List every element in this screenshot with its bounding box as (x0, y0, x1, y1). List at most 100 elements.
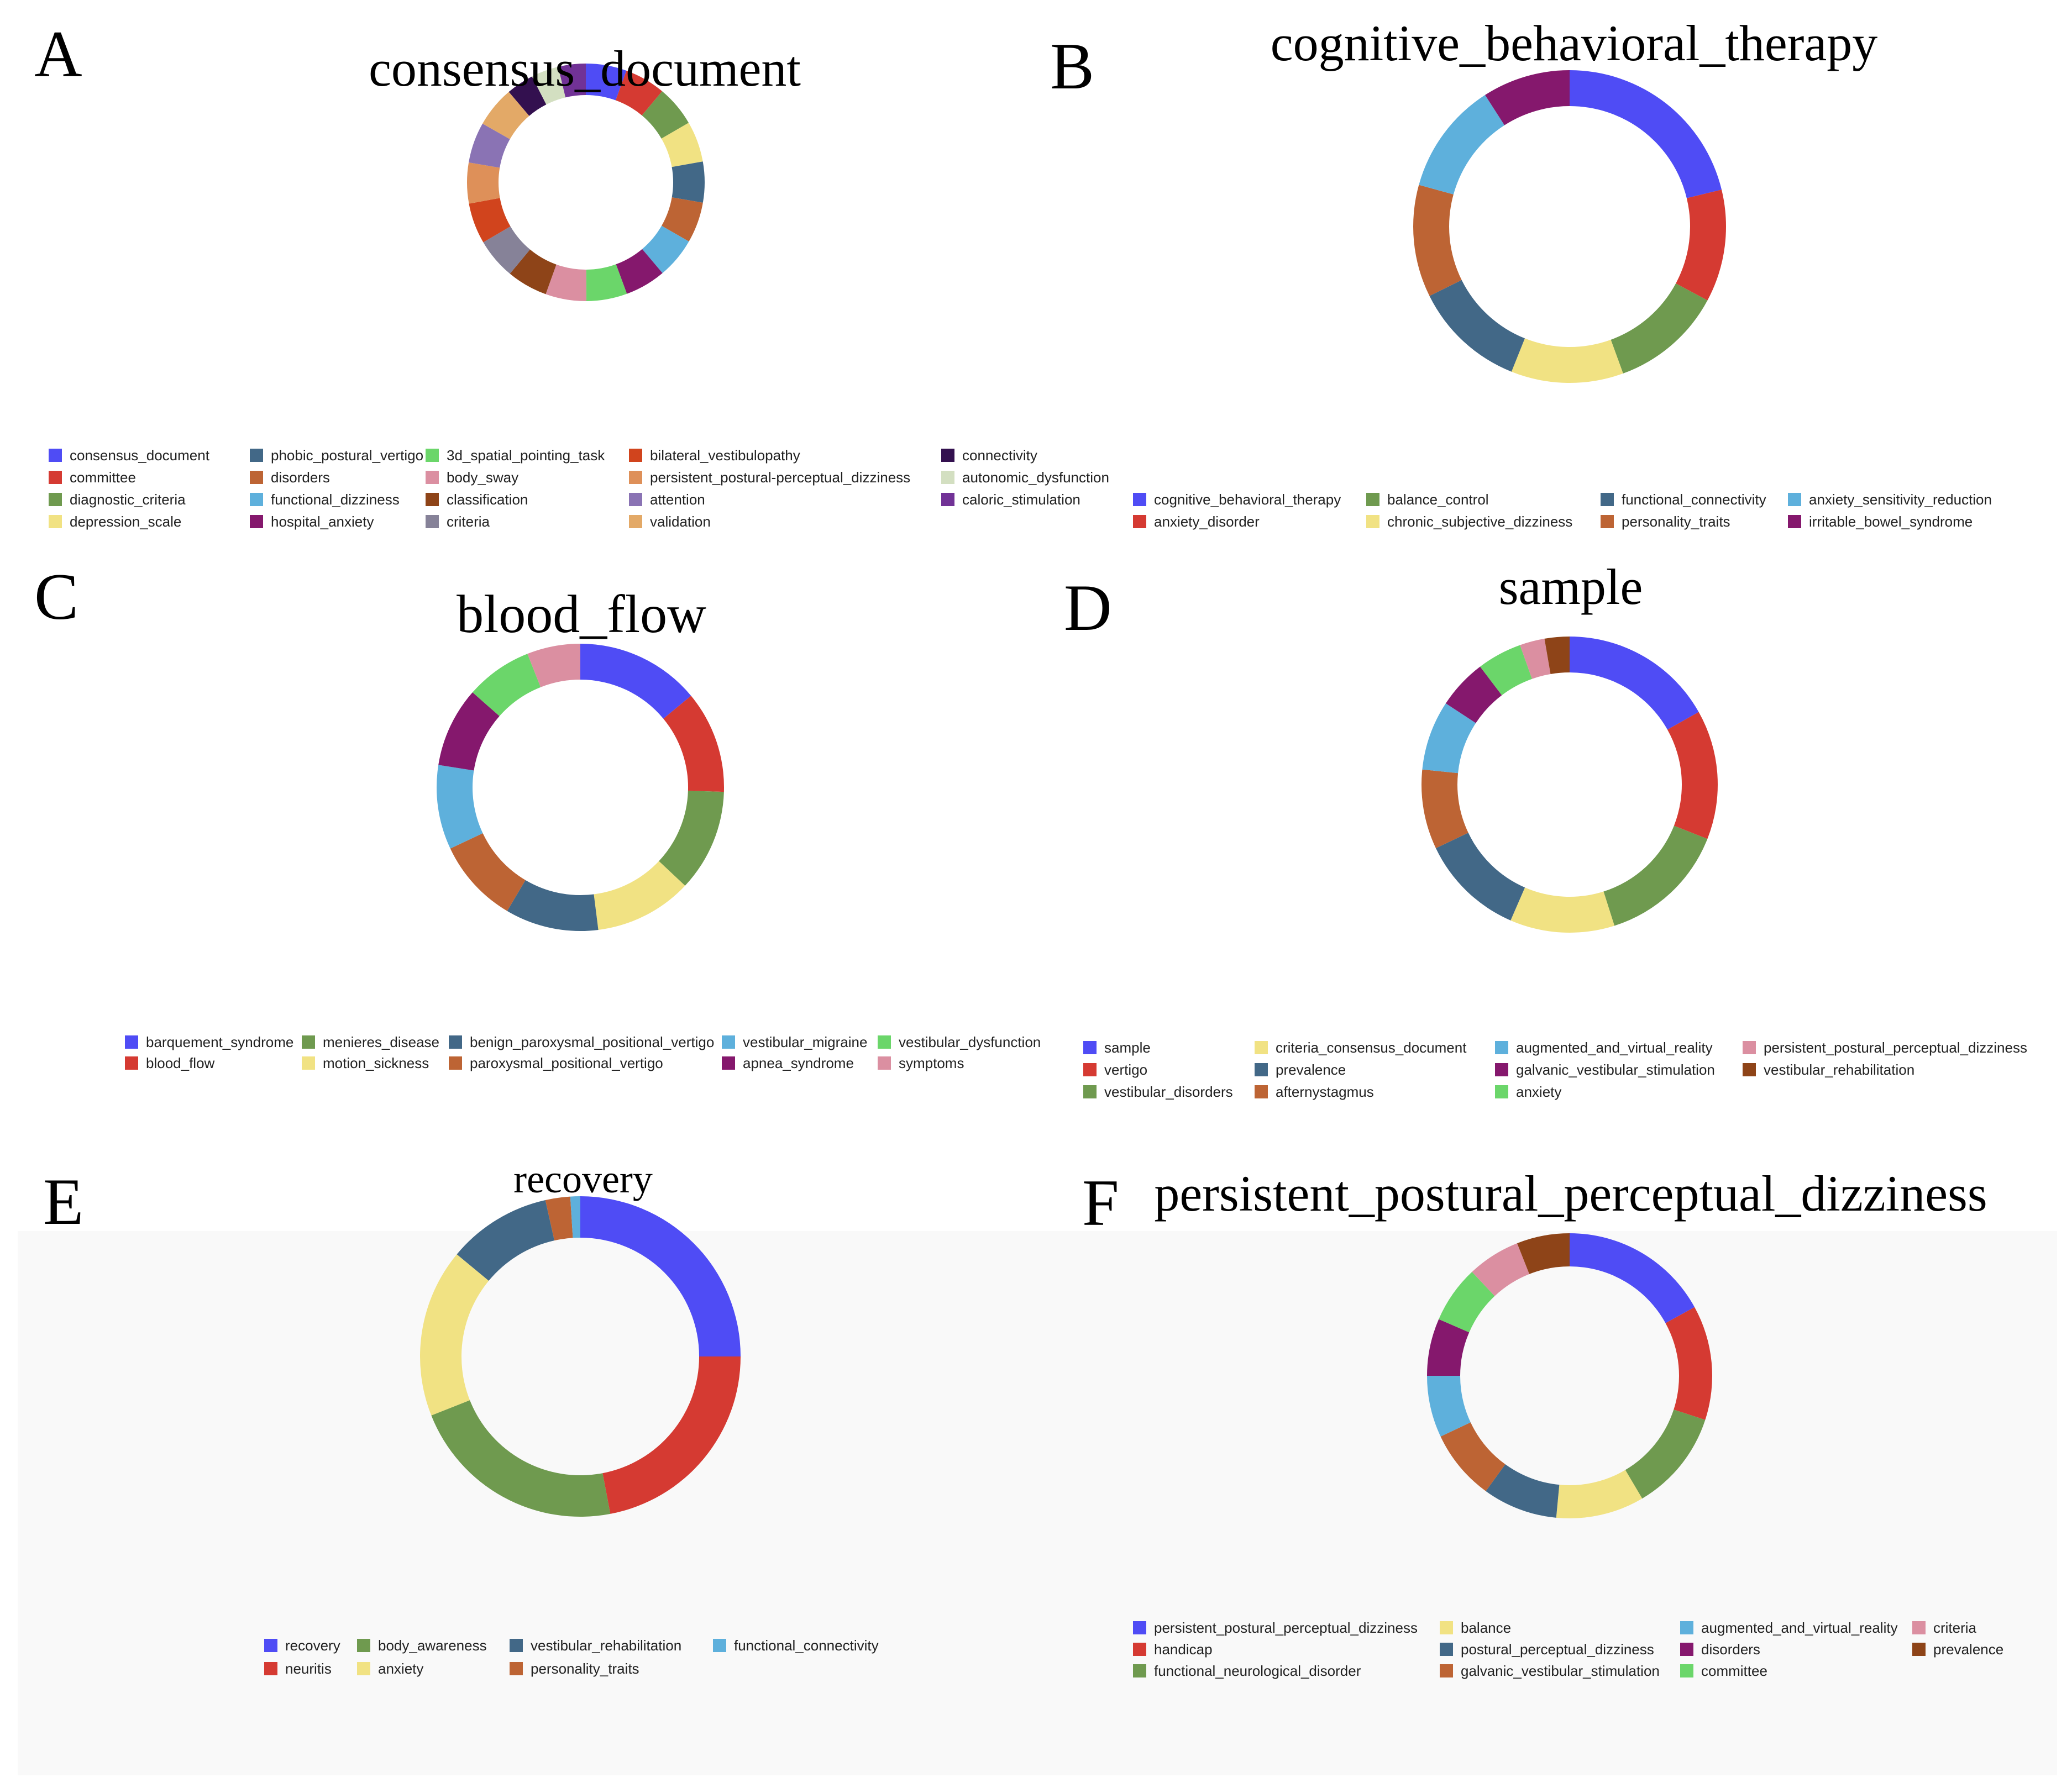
legend-item-d-afternystagmus[interactable]: afternystagmus (1255, 1083, 1374, 1101)
legend-item-a-connectivity[interactable]: connectivity (941, 446, 1037, 464)
slice-e-recovery[interactable] (580, 1196, 741, 1356)
legend-item-f-criteria[interactable]: criteria (1912, 1619, 1976, 1637)
slice-c-barquement-syndrome[interactable] (580, 644, 691, 719)
legend-item-f-disorders[interactable]: disorders (1680, 1640, 1760, 1658)
slice-b-functional-connectivity[interactable] (1429, 280, 1525, 372)
legend-item-a-bilateral-vestibulopathy[interactable]: bilateral_vestibulopathy (629, 446, 800, 464)
legend-item-e-neuritis[interactable]: neuritis (264, 1660, 332, 1677)
slice-b-irritable-bowel-syndrome[interactable] (1485, 70, 1570, 125)
slice-f-criteria[interactable] (1472, 1243, 1530, 1296)
legend-item-a-body-sway[interactable]: body_sway (426, 469, 518, 486)
slice-b-personality-traits[interactable] (1413, 185, 1462, 296)
slice-c-benign-paroxysmal-positional-vertigo[interactable] (507, 880, 599, 932)
legend-item-b-chronic-subjective-dizziness[interactable]: chronic_subjective_dizziness (1366, 513, 1572, 530)
legend-item-f-postural-perceptual-dizziness[interactable]: postural_perceptual_dizziness (1440, 1640, 1654, 1658)
legend-item-c-barquement-syndrome[interactable]: barquement_syndrome (125, 1033, 293, 1051)
legend-item-d-prevalence[interactable]: prevalence (1255, 1061, 1346, 1079)
legend-item-a-functional-dizziness[interactable]: functional_dizziness (250, 491, 400, 508)
slice-e-body-awareness[interactable] (431, 1400, 611, 1517)
legend-item-d-vestibular-rehabilitation[interactable]: vestibular_rehabilitation (1743, 1061, 1914, 1079)
slice-e-neuritis[interactable] (602, 1356, 741, 1514)
slice-f-augmented-and-virtual-reality[interactable] (1427, 1376, 1471, 1437)
slice-f-committee[interactable] (1439, 1271, 1495, 1333)
legend-item-f-persistent-postural-perceptual-dizziness[interactable]: persistent_postural_perceptual_dizziness (1133, 1619, 1418, 1637)
slice-d-augmented-and-virtual-reality[interactable] (1422, 703, 1476, 774)
slice-a-autonomic-dysfunction[interactable] (532, 66, 566, 105)
slice-b-anxiety-disorder[interactable] (1676, 190, 1726, 301)
legend-item-c-vestibular-dysfunction[interactable]: vestibular_dysfunction (878, 1033, 1041, 1051)
legend-item-d-sample[interactable]: sample (1083, 1039, 1151, 1056)
slice-d-vestibular-rehabilitation[interactable] (1544, 637, 1570, 674)
slice-f-galvanic-vestibular-stimulation[interactable] (1440, 1422, 1506, 1491)
legend-item-c-paroxysmal-positional-vertigo[interactable]: paroxysmal_positional_vertigo (449, 1054, 663, 1072)
legend-item-b-cognitive-behavioral-therapy[interactable]: cognitive_behavioral_therapy (1133, 491, 1341, 508)
slice-f-functional-neurological-disorder[interactable] (1625, 1410, 1706, 1499)
legend-item-d-persistent-postural-perceptual-dizziness[interactable]: persistent_postural_perceptual_dizziness (1743, 1039, 2027, 1056)
legend-item-d-galvanic-vestibular-stimulation[interactable]: galvanic_vestibular_stimulation (1495, 1061, 1715, 1079)
slice-b-balance-control[interactable] (1611, 283, 1708, 374)
legend-item-e-recovery[interactable]: recovery (264, 1637, 340, 1654)
slice-e-vestibular-rehabilitation[interactable] (457, 1200, 555, 1281)
slice-a-diagnostic-criteria[interactable] (642, 91, 689, 139)
slice-b-chronic-subjective-dizziness[interactable] (1511, 338, 1623, 383)
legend-item-f-handicap[interactable]: handicap (1133, 1640, 1213, 1658)
legend-item-d-vestibular-disorders[interactable]: vestibular_disorders (1083, 1083, 1233, 1101)
legend-item-a-persistent-postural-perceptual-dizziness[interactable]: persistent_postural-perceptual_dizziness (629, 469, 910, 486)
legend-item-c-benign-paroxysmal-positional-vertigo[interactable]: benign_paroxysmal_positional_vertigo (449, 1033, 714, 1051)
slice-e-anxiety[interactable] (419, 1254, 489, 1416)
slice-a-consensus-document[interactable] (586, 64, 627, 101)
legend-item-b-anxiety-sensitivity-reduction[interactable]: anxiety_sensitivity_reduction (1788, 491, 1992, 508)
slice-d-prevalence[interactable] (1435, 833, 1525, 921)
slice-d-sample[interactable] (1570, 637, 1699, 730)
slice-a-criteria[interactable] (483, 226, 531, 274)
slice-a-persistent-postural-perceptual-dizziness[interactable] (467, 162, 500, 204)
slice-c-apnea-syndrome[interactable] (438, 692, 500, 771)
slice-d-galvanic-vestibular-stimulation[interactable] (1445, 666, 1502, 723)
slice-f-prevalence[interactable] (1517, 1233, 1570, 1274)
legend-item-a-depression-scale[interactable]: depression_scale (49, 513, 181, 530)
legend-item-a-attention[interactable]: attention (629, 491, 705, 508)
slice-a-caloric-stimulation[interactable] (558, 64, 586, 98)
slice-a-committee[interactable] (615, 70, 663, 115)
legend-item-c-menieres-disease[interactable]: menieres_disease (302, 1033, 439, 1051)
slice-d-anxiety[interactable] (1480, 645, 1533, 696)
slice-a-hospital-anxiety[interactable] (616, 249, 663, 294)
slice-c-motion-sickness[interactable] (594, 861, 685, 930)
legend-item-c-apnea-syndrome[interactable]: apnea_syndrome (722, 1054, 854, 1072)
legend-item-f-functional-neurological-disorder[interactable]: functional_neurological_disorder (1133, 1662, 1361, 1680)
slice-a-body-sway[interactable] (545, 264, 586, 301)
slice-c-menieres-disease[interactable] (659, 791, 724, 886)
legend-item-a-classification[interactable]: classification (426, 491, 528, 508)
slice-f-balance[interactable] (1556, 1470, 1643, 1518)
slice-a-attention[interactable] (469, 123, 510, 168)
slice-b-anxiety-sensitivity-reduction[interactable] (1419, 94, 1505, 194)
legend-item-d-augmented-and-virtual-reality[interactable]: augmented_and_virtual_reality (1495, 1039, 1713, 1056)
slice-e-personality-traits[interactable] (545, 1196, 573, 1241)
legend-item-a-disorders[interactable]: disorders (250, 469, 330, 486)
legend-item-f-prevalence[interactable]: prevalence (1912, 1640, 2003, 1658)
legend-item-c-symptoms[interactable]: symptoms (878, 1054, 964, 1072)
legend-item-a-caloric-stimulation[interactable]: caloric_stimulation (941, 491, 1080, 508)
slice-a-validation[interactable] (482, 92, 529, 139)
legend-item-a-committee[interactable]: committee (49, 469, 136, 486)
legend-item-e-functional-connectivity[interactable]: functional_connectivity (713, 1637, 879, 1654)
legend-item-f-committee[interactable]: committee (1680, 1662, 1767, 1680)
legend-item-b-balance-control[interactable]: balance_control (1366, 491, 1489, 508)
slice-c-paroxysmal-positional-vertigo[interactable] (450, 833, 526, 911)
slice-c-blood-flow[interactable] (663, 696, 724, 792)
legend-item-d-criteria-consensus-document[interactable]: criteria_consensus_document (1255, 1039, 1466, 1056)
legend-item-e-body-awareness[interactable]: body_awareness (357, 1637, 487, 1654)
legend-item-a-consensus-document[interactable]: consensus_document (49, 446, 209, 464)
legend-item-c-blood-flow[interactable]: blood_flow (125, 1054, 214, 1072)
slice-d-criteria-consensus-document[interactable] (1510, 887, 1615, 933)
legend-item-a-autonomic-dysfunction[interactable]: autonomic_dysfunction (941, 469, 1109, 486)
legend-item-e-vestibular-rehabilitation[interactable]: vestibular_rehabilitation (510, 1637, 681, 1654)
slice-a-bilateral-vestibulopathy[interactable] (469, 198, 511, 243)
slice-a-3d-spatial-pointing-task[interactable] (586, 264, 627, 301)
slice-a-classification[interactable] (510, 249, 557, 295)
slice-b-cognitive-behavioral-therapy[interactable] (1570, 70, 1722, 198)
legend-item-f-galvanic-vestibular-stimulation[interactable]: galvanic_vestibular_stimulation (1440, 1662, 1660, 1680)
legend-item-a-diagnostic-criteria[interactable]: diagnostic_criteria (49, 491, 186, 508)
slice-a-phobic-postural-vertigo[interactable] (672, 161, 705, 203)
slice-e-functional-connectivity[interactable] (570, 1196, 580, 1238)
